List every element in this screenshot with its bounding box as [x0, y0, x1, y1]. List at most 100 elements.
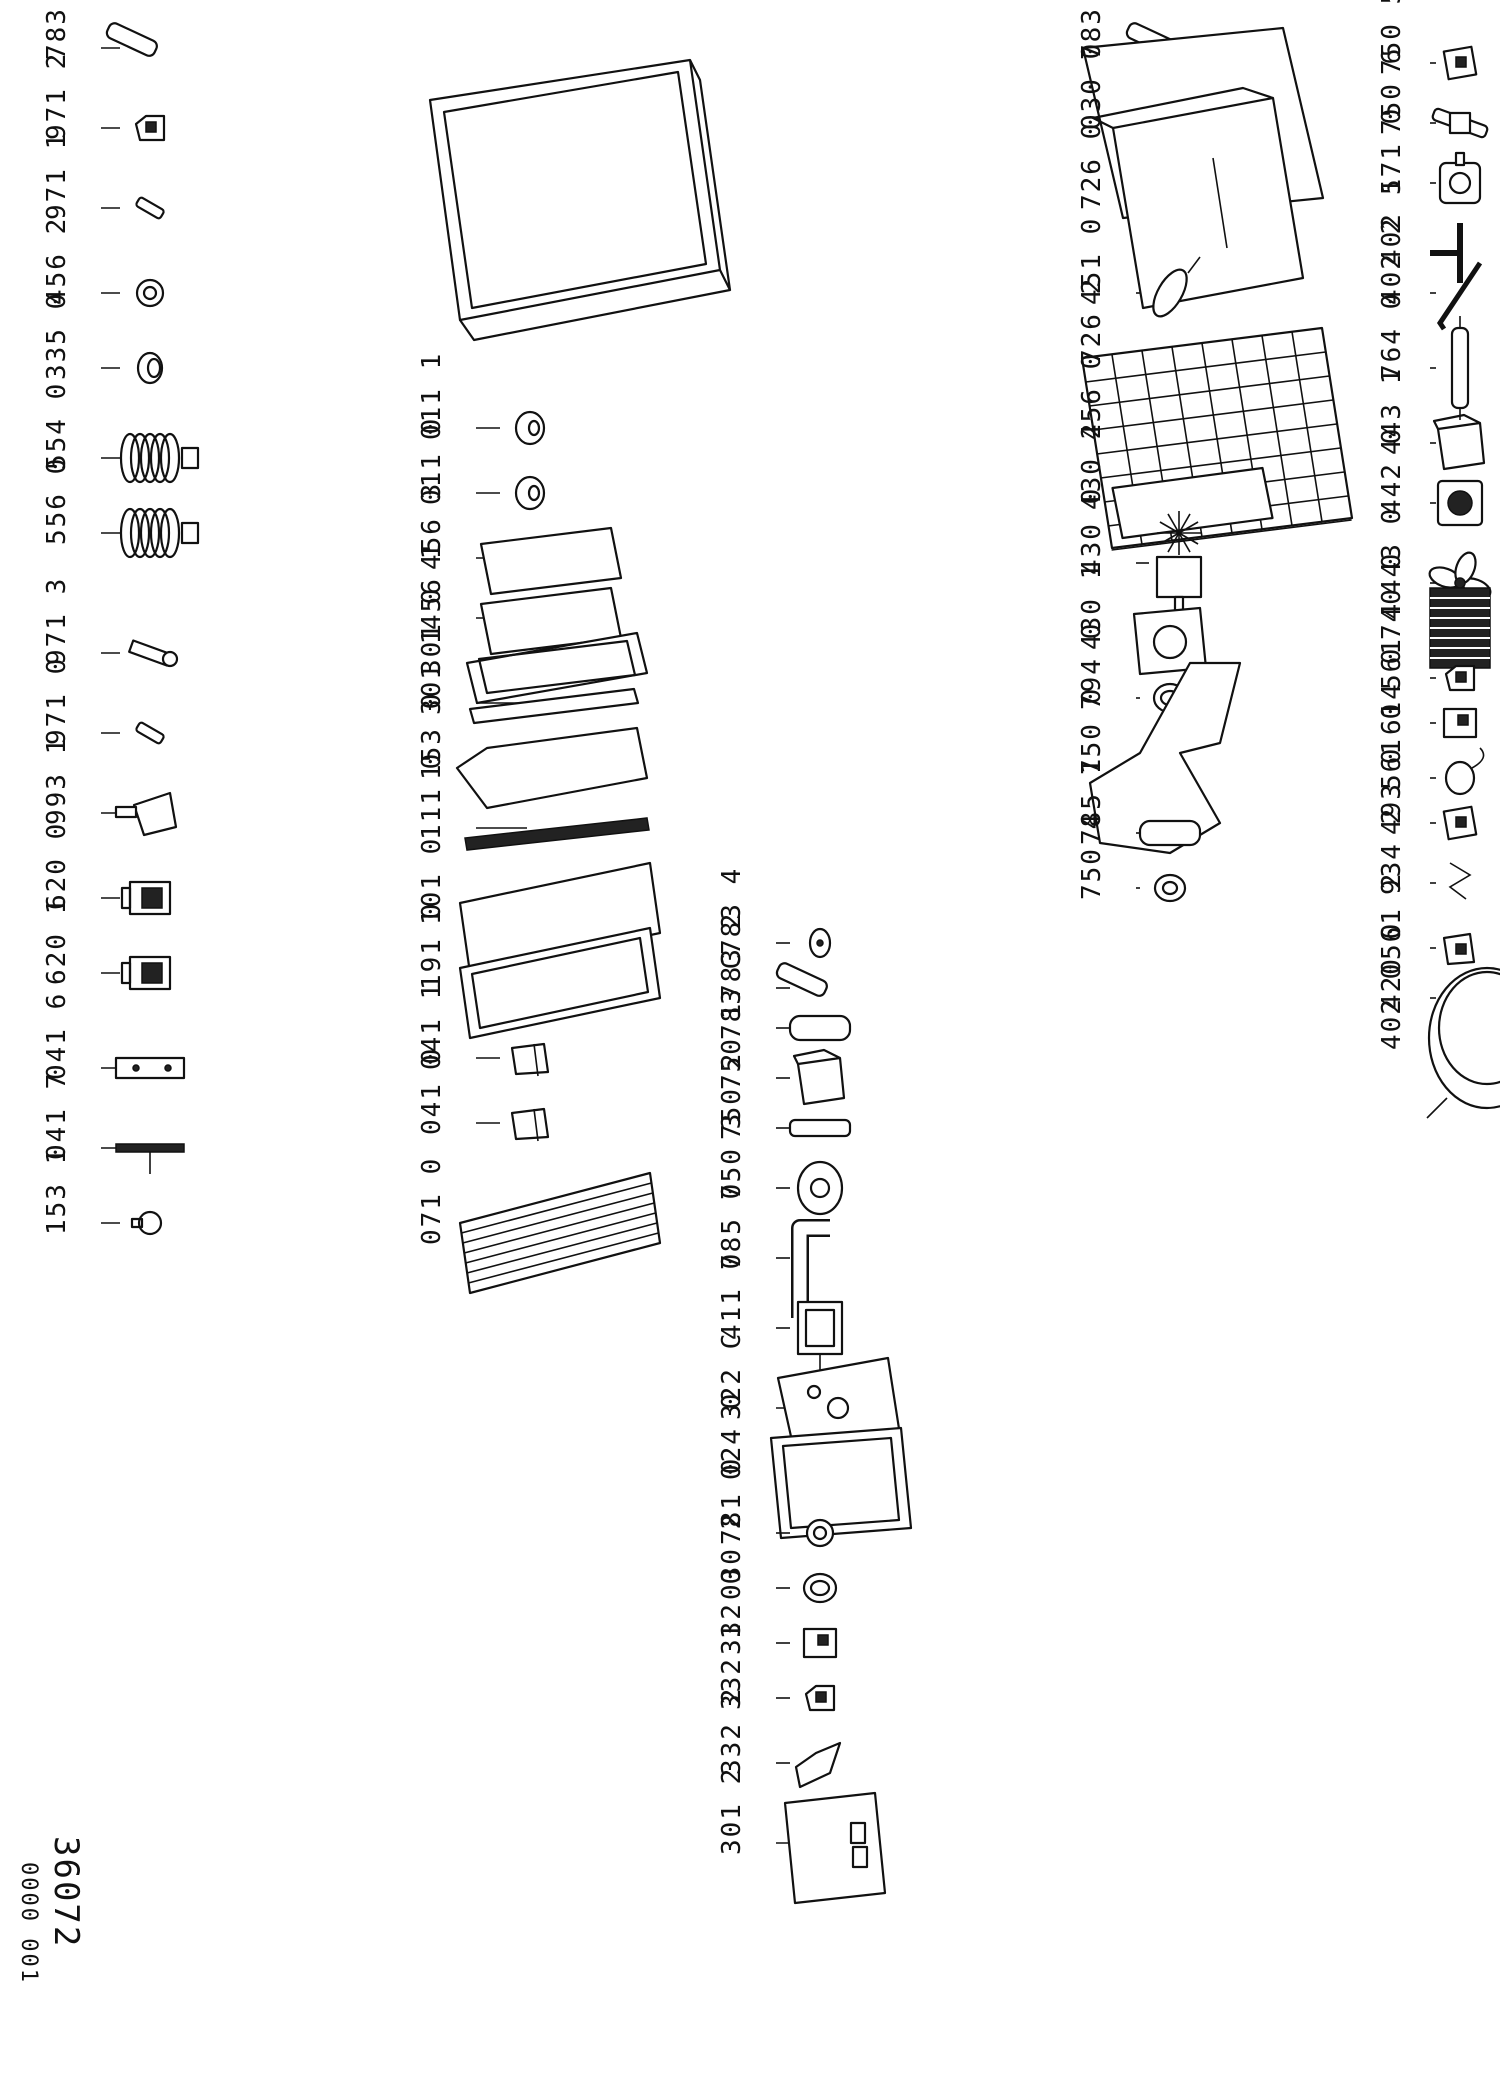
tee-pipe-icon	[1430, 223, 1463, 283]
foot-icon	[514, 475, 546, 511]
part-number-label: 456 1	[417, 542, 447, 630]
part-number-label: 764 0	[1377, 292, 1407, 380]
part-number-label: 620 1	[42, 897, 72, 985]
part-number-label: 783 2	[717, 912, 747, 1000]
capacitor-icon	[1444, 747, 1485, 796]
part-number-label: 101 0	[417, 837, 447, 925]
part-number-label: 030 0	[1077, 42, 1107, 130]
bracket-icon	[792, 1048, 846, 1106]
foot-icon	[514, 410, 546, 446]
part-number-label: 456 3	[417, 482, 447, 570]
thermostat-icon	[796, 1300, 844, 1372]
part-number-label: 411 0	[717, 1252, 747, 1340]
part-number-label: 794 0	[1077, 622, 1107, 710]
elbow-pipe-icon	[791, 1219, 830, 1318]
part-number-label: 301 0	[417, 587, 447, 675]
knob-icon	[805, 1518, 835, 1548]
part-number-label: 726 0	[1077, 122, 1107, 210]
ring-icon	[802, 1572, 838, 1604]
part-number-label: 726 2	[1077, 277, 1107, 365]
screw-icon	[128, 639, 179, 668]
part-number-label: 620 0	[42, 822, 72, 910]
part-number-label: 971 0	[42, 657, 72, 745]
part-number-label: 561 2	[1377, 872, 1407, 960]
condenser-icon	[1429, 587, 1491, 669]
pin-icon	[135, 721, 165, 745]
cabinet-outline-icon	[428, 58, 732, 342]
control-panel-icon	[783, 1791, 887, 1905]
part-number-label: 071 0	[417, 1157, 447, 1245]
knob-icon	[135, 278, 165, 308]
part-number-label: 740 0	[1377, 552, 1407, 640]
relay-icon	[802, 1627, 838, 1659]
wire-icon	[1448, 862, 1472, 900]
cylinder-icon	[788, 1014, 852, 1042]
part-number-label: 456 0	[1077, 352, 1107, 440]
block-icon	[1442, 805, 1478, 841]
part-number-label: 785 1	[1077, 757, 1107, 845]
part-number-label: 456 2	[42, 217, 72, 305]
part-number-label: 571 0	[1377, 107, 1407, 195]
scoop-icon	[114, 791, 178, 837]
part-number-label: 750 5	[1377, 0, 1407, 75]
part-number-label: 011 0	[417, 417, 447, 505]
part-number-label: 750 6	[1377, 47, 1407, 135]
clip-icon	[134, 114, 166, 142]
part-number-label: 442 0	[1377, 427, 1407, 515]
part-number-label: 561 0	[1377, 702, 1407, 790]
clip-icon	[804, 1684, 836, 1712]
part-number-label: 783 4	[717, 867, 747, 955]
compressor-icon	[1426, 966, 1500, 1119]
part-number-label: 430 2	[1077, 422, 1107, 510]
part-number-label: 041 7	[42, 1072, 72, 1160]
trough-icon	[769, 1426, 913, 1540]
fan-cover-icon	[1132, 606, 1208, 676]
relay-icon	[1442, 707, 1478, 739]
part-number-label: 750 2	[717, 1052, 747, 1140]
part-number-label: 335 0	[42, 292, 72, 380]
bracket-plate-icon	[1111, 466, 1274, 540]
cap-icon	[136, 351, 164, 385]
part-number-label: 332 2	[717, 1687, 747, 1775]
overload-icon	[1442, 932, 1476, 966]
part-number-label: 332 1	[717, 1622, 747, 1710]
valve-icon	[1431, 107, 1489, 139]
part-number-label: 614 0	[1377, 647, 1407, 735]
part-number-label: 420 0	[1377, 922, 1407, 1010]
bracket-icon	[1432, 413, 1486, 471]
frame-icon	[458, 926, 662, 1040]
part-number-label: 301 2	[717, 1767, 747, 1855]
part-number-label: 750 3	[717, 1112, 747, 1200]
part-number-label: 783 C	[717, 952, 747, 1040]
drawer-icon	[1091, 86, 1305, 310]
button-icon	[130, 1210, 163, 1236]
grille-icon	[458, 1171, 662, 1295]
switch-icon	[120, 880, 172, 916]
part-number-label: 971 3	[42, 577, 72, 665]
lever-icon	[794, 1741, 842, 1789]
tube-icon	[775, 962, 828, 997]
block-icon	[1442, 45, 1478, 81]
part-number-label: 402 0	[1377, 962, 1407, 1050]
panel-icon	[479, 526, 623, 596]
solenoid-valve-icon	[1438, 151, 1482, 205]
part-number-label: 783 1	[1077, 0, 1107, 60]
part-number-label: 030 2	[717, 1512, 747, 1600]
cylinder-icon	[1138, 819, 1202, 847]
panel-icon	[479, 586, 623, 656]
part-number-label: 971 1	[42, 132, 72, 220]
flange-icon	[796, 1160, 844, 1216]
part-number-label: 934 2	[1377, 807, 1407, 895]
part-number-label: 402 2	[1377, 217, 1407, 305]
hinge-plate-icon	[114, 1056, 186, 1080]
part-number-label: 556 0	[42, 457, 72, 545]
document-code: 0000 001	[16, 1862, 41, 1984]
part-number-label: 430 1	[1077, 562, 1107, 650]
part-number-label: 430 0	[1077, 487, 1107, 575]
coil-icon	[119, 507, 200, 559]
part-number-label: 011 1	[417, 352, 447, 440]
coil-icon	[119, 432, 200, 484]
